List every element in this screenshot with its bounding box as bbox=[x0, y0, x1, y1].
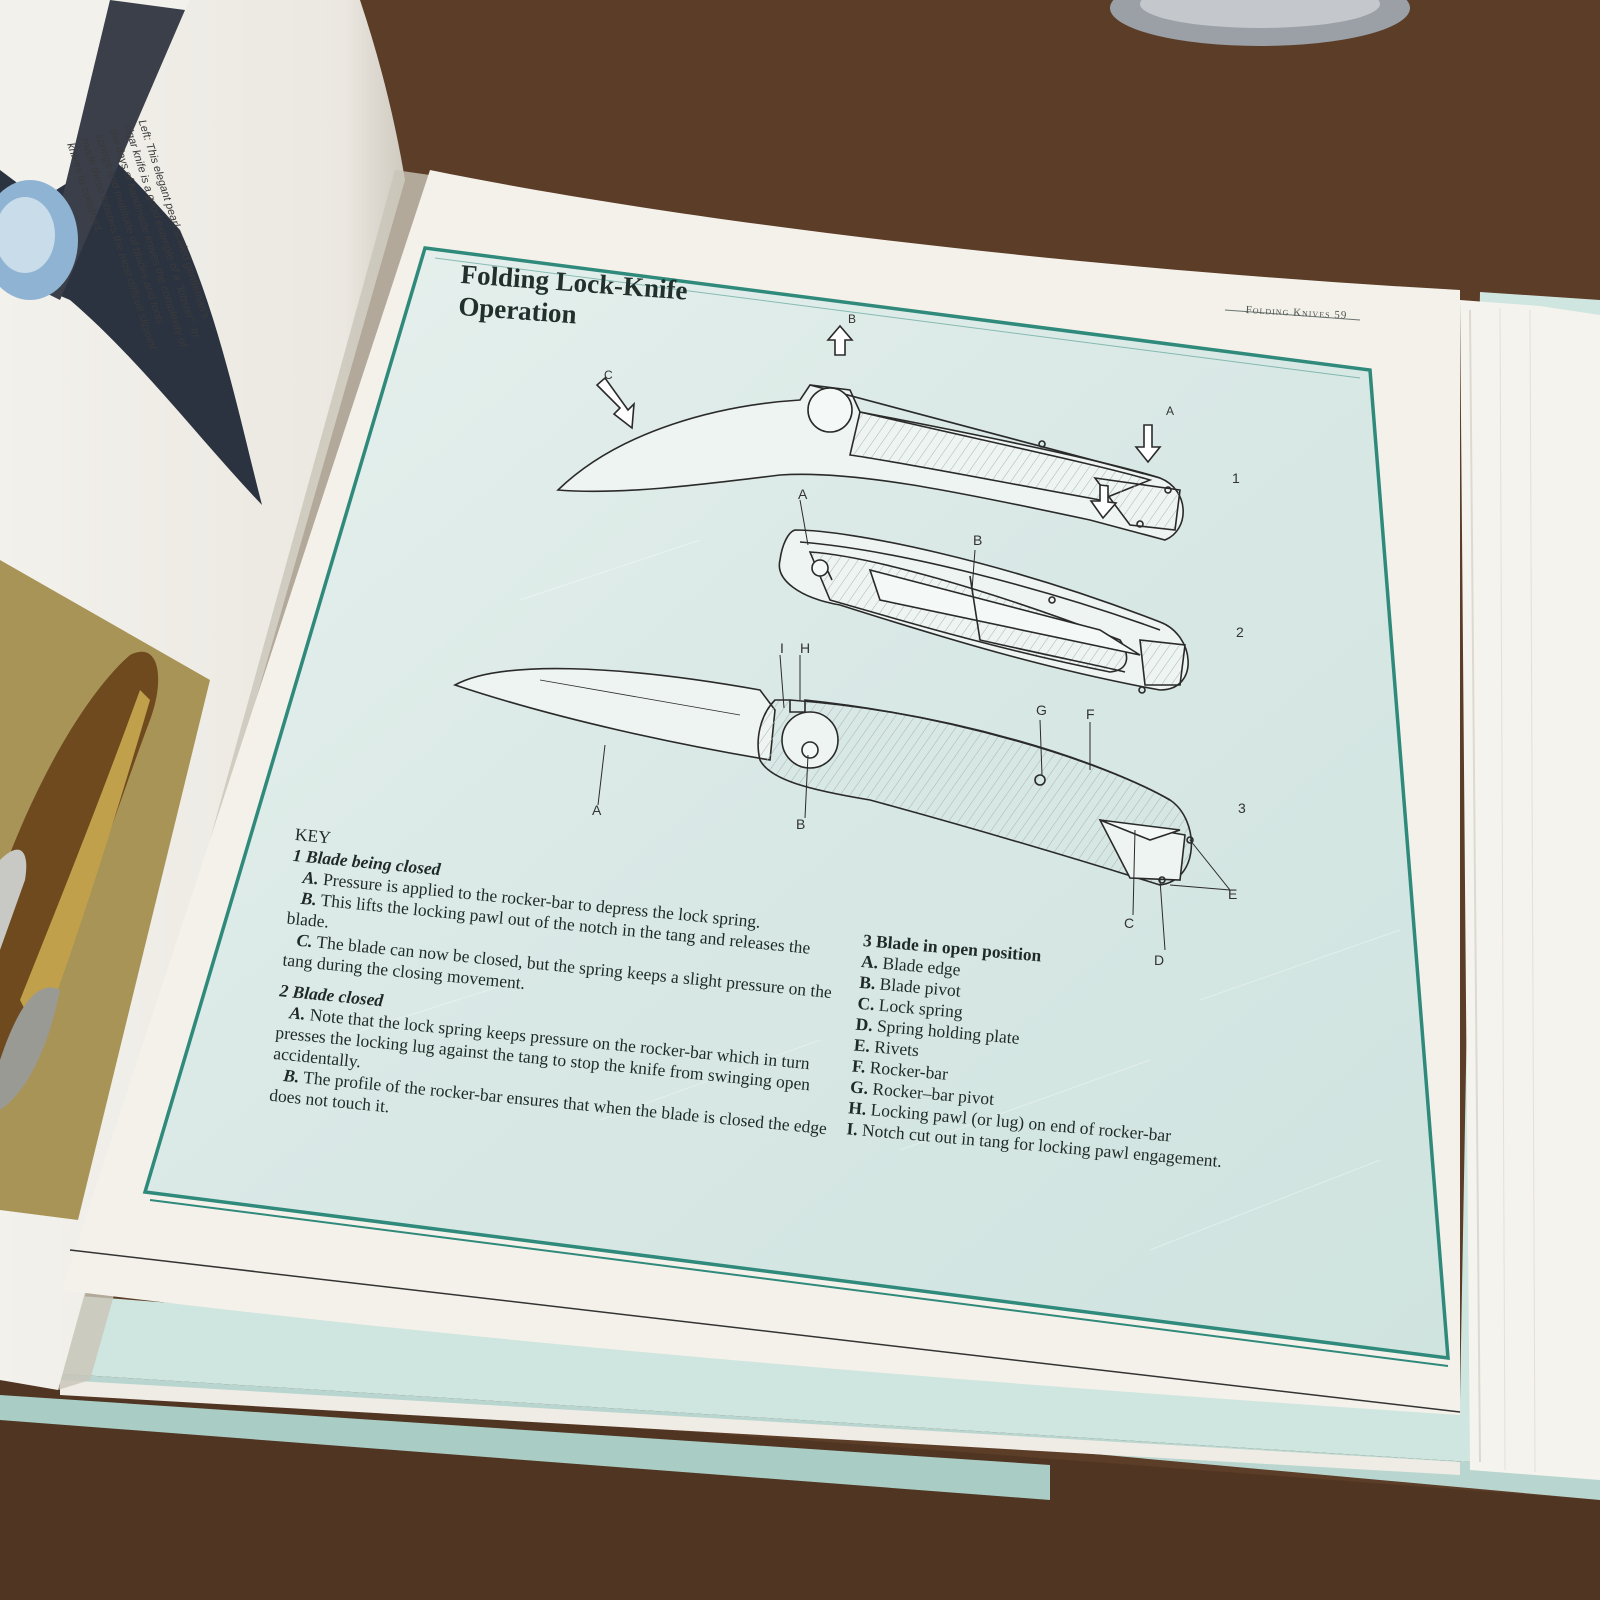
fig3-label-c: C bbox=[1124, 915, 1135, 931]
fig3-label-a: A bbox=[592, 802, 602, 818]
fig3-label-i: I bbox=[780, 640, 784, 656]
figure-number-3: 3 bbox=[1238, 800, 1246, 816]
fig1-label-c: C bbox=[604, 368, 613, 382]
fig3-label-b: B bbox=[796, 816, 806, 832]
figure-2-diagram bbox=[778, 529, 1189, 694]
fig2-label-a: A bbox=[798, 486, 808, 502]
fig3-label-d: D bbox=[1154, 952, 1165, 968]
figure-1-diagram bbox=[556, 324, 1184, 541]
fig1-label-a: A bbox=[1166, 404, 1175, 418]
fig2-label-b: B bbox=[973, 532, 983, 548]
fig1-label-b: B bbox=[848, 312, 857, 326]
left-photo-bottom bbox=[0, 560, 210, 1220]
key-left-column: KEY 1 Blade being closed A. Pressure is … bbox=[268, 824, 853, 1160]
fig3-label-e: E bbox=[1228, 886, 1238, 902]
fig3-label-f: F bbox=[1086, 706, 1095, 722]
key-right-column: 3 Blade in open position A. Blade edge B… bbox=[846, 930, 1342, 1181]
fig3-label-g: G bbox=[1036, 702, 1047, 718]
figure-number-2: 2 bbox=[1236, 624, 1244, 640]
figure-number-1: 1 bbox=[1232, 470, 1240, 486]
book-cover bbox=[0, 292, 1600, 1470]
fig3-label-h: H bbox=[800, 640, 811, 656]
figure-3-diagram bbox=[453, 499, 1231, 951]
page-stack bbox=[1460, 300, 1600, 1480]
